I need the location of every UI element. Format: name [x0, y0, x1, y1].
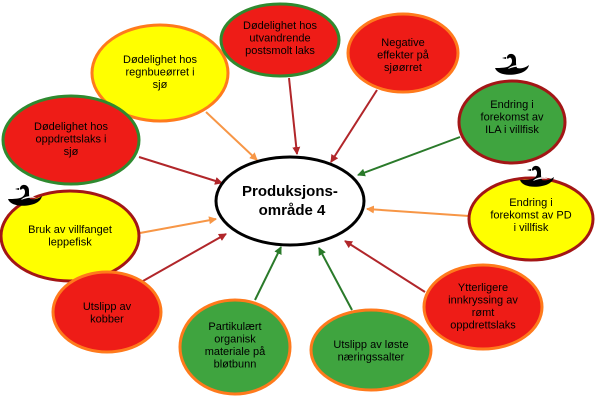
- node-label-line: sjø: [153, 79, 168, 91]
- node-ellipse: [467, 176, 595, 262]
- node-ellipse: [51, 270, 163, 354]
- node-ellipse: [422, 263, 544, 351]
- arrow-endring-ila: [357, 136, 461, 177]
- node-label-line: Bruk av villfanget: [28, 224, 112, 236]
- arrow-utslipp-kobber: [142, 233, 227, 282]
- node-label-line: Dødelighet hos: [243, 20, 317, 32]
- arrow-utslipp-naeringssalter: [318, 247, 353, 311]
- arrow-dodelighet-postsmolt: [288, 77, 301, 155]
- center-label-line-1: Produksjons-: [242, 183, 338, 200]
- center-ellipse: [214, 155, 366, 247]
- node-label-line: innkryssing av: [448, 295, 518, 307]
- arrow-partikulaert-materiale: [254, 246, 282, 301]
- arrow-bruk-leppefisk: [139, 216, 217, 234]
- node-label-line: sjø: [64, 146, 79, 158]
- black-swan-icon: [495, 53, 529, 75]
- center-node: Produksjons- område 4: [214, 155, 366, 247]
- node-label-line: i villfisk: [514, 222, 549, 234]
- node-label-line: effekter på: [377, 50, 430, 62]
- center-label-line-2: område 4: [259, 202, 326, 219]
- node-ellipse: [219, 2, 341, 78]
- node-label-line: Dødelighet hos: [123, 54, 197, 66]
- arrows-layer: [138, 77, 470, 311]
- node-ellipse: [0, 189, 141, 283]
- arrow-dodelighet-oppdrettslaks: [138, 156, 223, 185]
- node-label-line: oppdrettslaks: [450, 320, 516, 332]
- node-ellipse: [346, 12, 460, 94]
- arrow-dodelighet-regnbueorret: [205, 111, 258, 161]
- node-ellipse: [309, 308, 433, 392]
- center-label: Produksjons- område 4: [242, 183, 342, 219]
- node-label-line: forekomst av: [481, 112, 544, 124]
- node-label-line: Endring i: [490, 99, 533, 111]
- node-label-line: kobber: [90, 314, 124, 326]
- node-label-line: sjøørret: [384, 62, 422, 74]
- node-label-line: Utslipp av: [83, 301, 132, 313]
- node-label-line: forekomst av PD: [490, 210, 571, 222]
- node-label-line: Partikulært: [208, 321, 261, 333]
- node-label-line: regnbueørret i: [125, 67, 194, 79]
- arrow-endring-pd: [366, 205, 470, 217]
- node-ellipse: [457, 79, 567, 165]
- node-label-line: bløtbunn: [214, 359, 257, 371]
- node-ellipse: [1, 94, 141, 186]
- node-label-line: ILA i villfisk: [485, 124, 539, 136]
- node-label-line: Ytterligere: [458, 282, 508, 294]
- node-label-line: rømt: [472, 307, 495, 319]
- node-label-line: oppdrettslaks i: [36, 134, 107, 146]
- node-label-line: Endring i: [509, 197, 552, 209]
- node-ellipse: [90, 23, 230, 123]
- node-label-line: Negative: [381, 37, 424, 49]
- node-label-line: leppefisk: [48, 237, 92, 249]
- node-label-line: organisk: [214, 334, 256, 346]
- node-label-line: materiale på: [205, 346, 266, 358]
- node-label-line: Utslipp av løste: [333, 339, 408, 351]
- node-label-line: utvandrende: [249, 33, 310, 45]
- node-label-line: næringssalter: [338, 352, 405, 364]
- node-label-line: postsmolt laks: [245, 45, 315, 57]
- node-ellipse: [178, 298, 292, 396]
- node-label-line: Dødelighet hos: [34, 121, 108, 133]
- arrow-negative-effekter-sjoorret: [330, 89, 378, 163]
- arrow-ytterligere-innkryssing: [344, 240, 426, 293]
- black-swan-icon: [520, 165, 554, 187]
